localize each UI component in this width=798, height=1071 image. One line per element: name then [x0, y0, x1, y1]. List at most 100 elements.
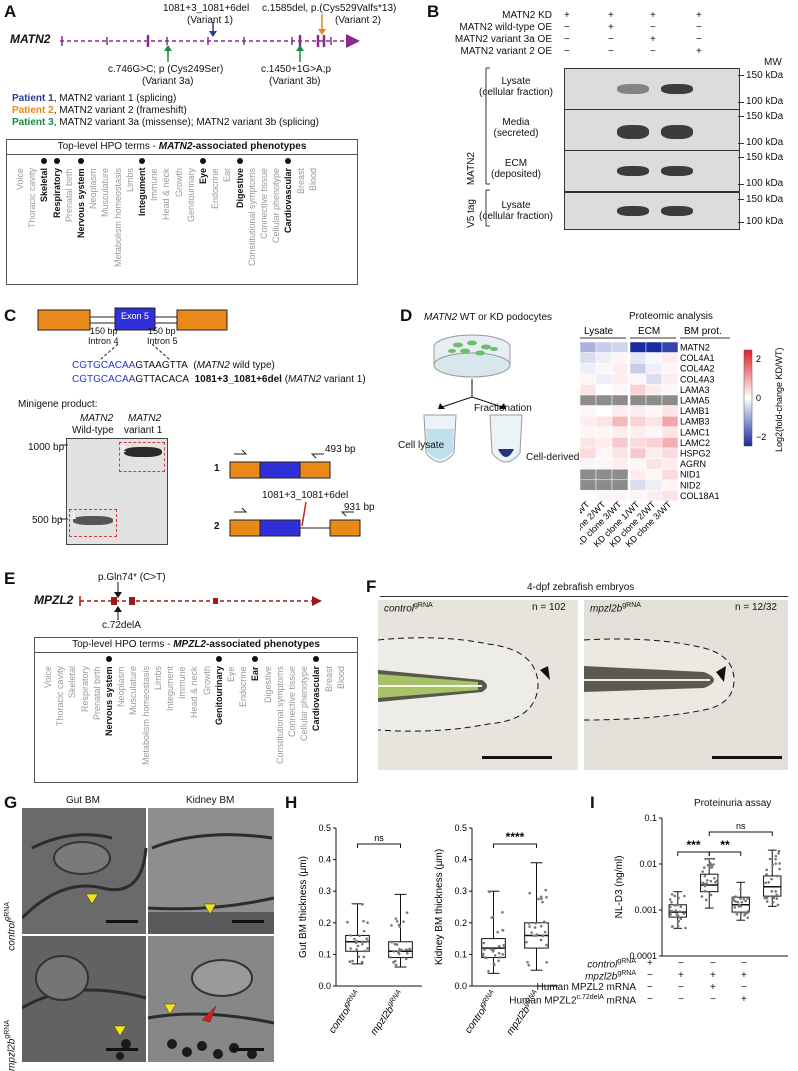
heatmap-cell [629, 405, 647, 417]
lane1-label: Wild-type [72, 425, 114, 436]
treatment-mark: − [710, 994, 716, 1005]
variant1-label: 1081+3_1081+6del [163, 3, 250, 14]
y-tick-label: 0.1 [454, 949, 467, 959]
heatmap-cell [611, 490, 629, 502]
data-point [669, 909, 673, 913]
hpo-term-label: Digestive [262, 666, 273, 704]
data-point [361, 903, 364, 906]
hpo-term: Head & neck [189, 652, 201, 780]
heatmap-cell [629, 394, 647, 406]
hpo-term: Voice [43, 652, 55, 780]
zebrafish-mpzl2b-n: n = 12/32 [735, 602, 777, 613]
hpo-term-label: Limbs [124, 168, 135, 193]
heatmap-cell [611, 479, 629, 491]
data-point [535, 933, 539, 936]
data-point [493, 954, 497, 957]
data-point [362, 919, 365, 923]
data-point [673, 904, 677, 907]
data-point [498, 955, 502, 959]
treatment-mark: + [696, 46, 702, 57]
zebrafish-title: 4-dpf zebrafish embryos [527, 582, 635, 593]
panel-label-b: B [427, 2, 440, 21]
treatment-mark: − [678, 958, 684, 969]
em-image-grid [22, 808, 274, 1062]
y-axis-label: NL-D3 (ng/ml) [614, 856, 625, 919]
data-point [487, 969, 490, 973]
hpo-term: Cardiovascular [311, 652, 323, 780]
hpo-term-label: Metabolism homeostasis [140, 666, 151, 766]
data-point [397, 952, 401, 956]
data-point [501, 929, 505, 932]
matn2-gene-diagram [60, 14, 360, 62]
heatmap-row-label: LAMA5 [680, 396, 710, 406]
intron5-bp: 150 bp [148, 326, 176, 336]
colorbar-tick: −2 [756, 432, 766, 442]
data-point [481, 954, 485, 958]
blot-band [661, 125, 693, 139]
data-point [360, 942, 364, 946]
data-point [501, 910, 504, 914]
significance-bracket [493, 843, 537, 848]
heatmap-cell [611, 426, 629, 438]
data-point [765, 873, 768, 876]
data-point [710, 865, 714, 869]
data-point [530, 931, 533, 934]
heatmap-cell [595, 384, 613, 396]
heatmap-cell [580, 437, 597, 449]
heatmap-row-label: LAMC2 [680, 438, 710, 448]
hpo-term: Cellular phenotype [299, 652, 311, 780]
hpo-term: Neoplasm [88, 154, 100, 282]
hpo-term-label: Constitutional symptoms [274, 666, 285, 765]
data-point [349, 947, 352, 950]
heatmap-row-label: HSPG2 [680, 449, 711, 459]
heatmap-cell [580, 362, 597, 375]
hpo-term-label: Immune [177, 666, 188, 699]
heatmap-cell [661, 394, 679, 406]
mpzl2-gene-diagram [79, 582, 322, 620]
data-point [492, 962, 496, 966]
heatmap-cell [595, 341, 613, 353]
data-point [400, 948, 403, 952]
treatment-mark: − [741, 982, 747, 993]
hpo-term: Metabolism homeostasis [113, 154, 125, 282]
data-point [351, 959, 354, 963]
heatmap-cell [611, 405, 629, 417]
treatment-mark: − [696, 22, 702, 33]
hpo-term: Head & neck [161, 154, 173, 282]
kda-150: 150 kDa [746, 70, 784, 81]
variant3a-tag: (Variant 3a) [142, 76, 194, 87]
variant2-tag: (Variant 2) [335, 15, 381, 26]
data-point [736, 900, 740, 904]
data-point [362, 955, 366, 959]
heatmap-row-label: LAMB1 [680, 406, 710, 416]
heatmap-cell [645, 426, 663, 438]
proteomic-title: Proteomic analysis [629, 311, 713, 322]
data-point [740, 900, 744, 904]
treatment-mark: + [650, 10, 656, 21]
heatmap-cell [661, 447, 679, 459]
em-col-gut: Gut BM [66, 795, 100, 806]
heatmap-cell [580, 384, 597, 396]
blot-label: Lysate [501, 76, 531, 87]
blot-band [617, 166, 649, 176]
data-point [775, 897, 779, 900]
data-point [346, 920, 349, 924]
data-point [768, 857, 772, 861]
hpo-term-label: Voice [43, 666, 53, 689]
hpo-term: Neoplasm [116, 652, 128, 780]
y-tick-label: 0.0 [454, 981, 467, 991]
hpo-term-label: Endocrine [210, 168, 221, 209]
heatmap-cell [629, 373, 647, 385]
hpo-term: Nervous system [76, 154, 88, 282]
hpo-dot [139, 158, 145, 164]
data-point [496, 930, 499, 934]
heatmap-row-label: LAMC1 [680, 427, 710, 437]
mw-label: MW [764, 57, 782, 68]
data-point [528, 925, 531, 928]
heatmap-cell [580, 405, 597, 417]
y-tick-label: 0.4 [454, 855, 467, 865]
proteinuria-title: Proteinuria assay [694, 798, 772, 809]
y-tick-label: 0.0 [318, 981, 331, 991]
heatmap-cell [611, 458, 629, 470]
